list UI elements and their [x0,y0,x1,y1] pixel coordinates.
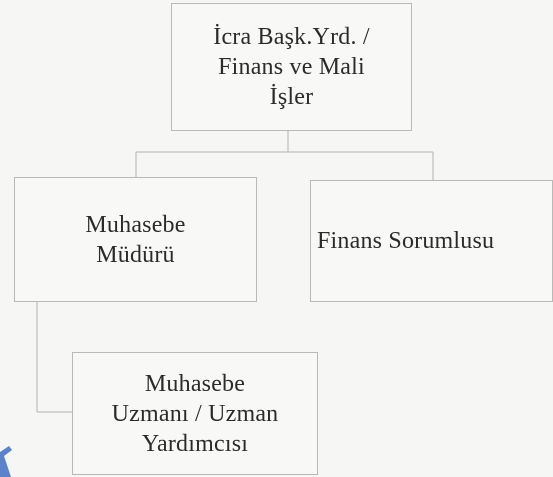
node-accounting-specialist-label: Muhasebe Uzmanı / Uzman Yardımcısı [111,370,279,457]
node-finance-officer-label: Finans Sorumlusu [317,228,495,254]
node-finance-officer: Finans Sorumlusu [310,180,553,302]
node-accounting-manager-label: Muhasebe Müdürü [85,211,186,268]
corner-logo-fragment [0,446,12,477]
node-exec: İcra Başk.Yrd. / Finans ve Mali İşler [171,3,412,131]
node-accounting-manager: Muhasebe Müdürü [14,177,257,302]
node-exec-label: İcra Başk.Yrd. / Finans ve Mali İşler [213,24,370,110]
node-accounting-specialist: Muhasebe Uzmanı / Uzman Yardımcısı [72,352,318,475]
